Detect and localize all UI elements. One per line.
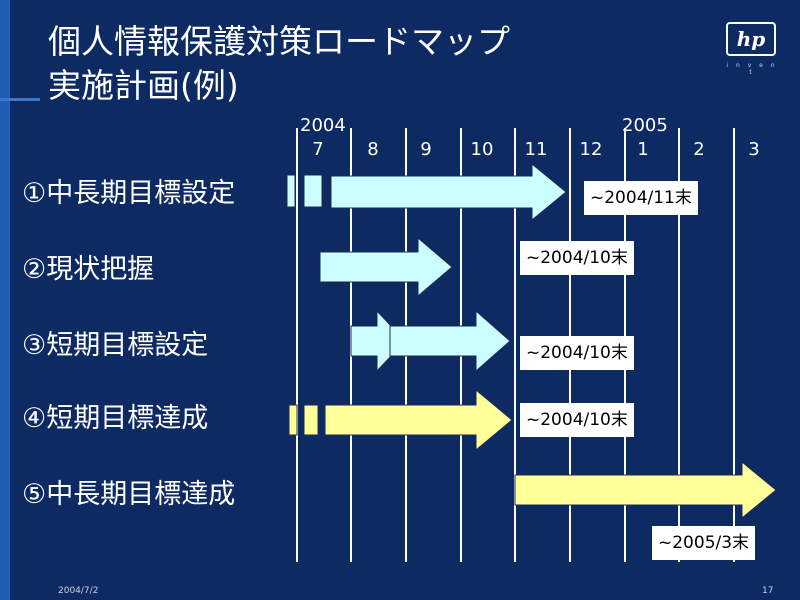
row-label-4: ④短期目標達成 xyxy=(22,403,209,434)
row-label-2: ②現状把握 xyxy=(22,254,155,285)
accent-line xyxy=(0,98,40,101)
month-label-2: 2 xyxy=(693,139,704,160)
arrow-row4-dash-2 xyxy=(303,404,319,436)
month-label-8: 8 xyxy=(367,139,378,160)
arrow-row1-dash-1 xyxy=(286,174,296,208)
month-label-7: 7 xyxy=(312,139,323,160)
slide-title-line2: 実施計画(例) xyxy=(48,66,239,105)
arrow-row5 xyxy=(514,460,777,520)
year-label-2004: 2004 xyxy=(300,115,346,136)
month-label-1: 1 xyxy=(637,139,648,160)
month-label-11: 11 xyxy=(525,139,548,160)
deadline-callout-2: ~2004/10末 xyxy=(520,241,634,275)
row-label-3: ③短期目標設定 xyxy=(22,330,209,361)
deadline-callout-1: ~2004/11末 xyxy=(584,181,698,215)
month-label-3: 3 xyxy=(748,139,759,160)
deadline-callout-4: ~2004/10末 xyxy=(520,403,634,437)
month-label-10: 10 xyxy=(471,139,494,160)
row-label-1: ①中長期目標設定 xyxy=(22,178,236,209)
hp-logo-tagline: i n v e n t xyxy=(726,62,778,76)
row-label-5: ⑤中長期目標達成 xyxy=(22,479,236,510)
arrow-row4 xyxy=(324,388,513,452)
arrow-row1 xyxy=(330,162,567,222)
arrow-row3-b xyxy=(389,309,511,373)
arrow-row1-dash-2 xyxy=(303,174,323,208)
footer-date: 2004/7/2 xyxy=(58,586,99,596)
accent-bar xyxy=(0,0,10,600)
deadline-callout-5: ~2005/3末 xyxy=(652,526,756,560)
month-label-9: 9 xyxy=(420,139,431,160)
month-label-12: 12 xyxy=(580,139,603,160)
hp-logo-text: hp xyxy=(736,27,766,51)
slide-title-line1: 個人情報保護対策ロードマップ xyxy=(48,22,510,61)
deadline-callout-3: ~2004/10末 xyxy=(520,336,634,370)
arrow-row2 xyxy=(319,236,453,298)
year-label-2005: 2005 xyxy=(622,115,668,136)
footer-page-number: 17 xyxy=(762,586,774,596)
arrow-row4-dash-1 xyxy=(288,404,298,436)
hp-logo: hp xyxy=(726,22,776,56)
